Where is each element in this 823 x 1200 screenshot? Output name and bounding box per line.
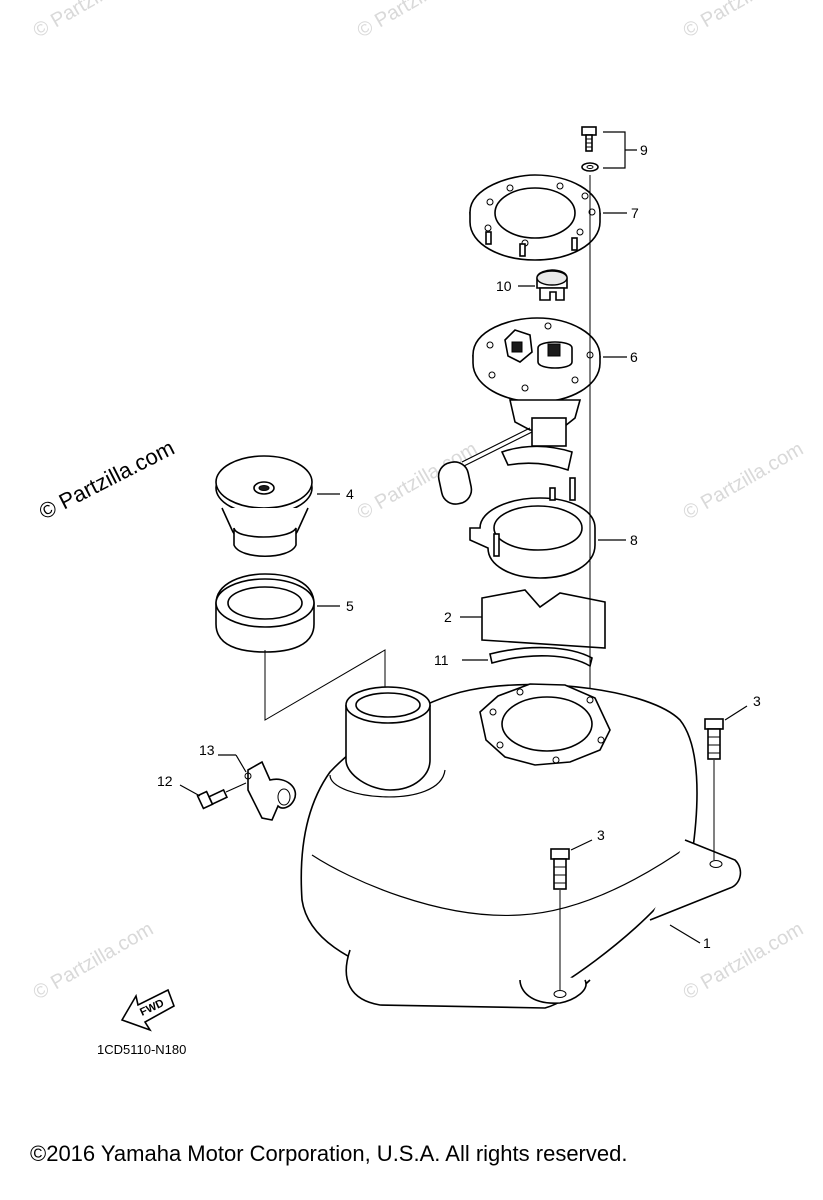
callout-labels: 1 2 3 3 4 5 6 7 8 9 10 11 12 13: [157, 142, 761, 951]
callout-12[interactable]: 12: [157, 773, 173, 789]
part-9-bolt-washer[interactable]: [581, 126, 599, 172]
callout-11[interactable]: 11: [434, 652, 449, 668]
callout-7[interactable]: 7: [631, 205, 639, 221]
diagram-code: 1CD5110-N180: [97, 1042, 186, 1057]
part-8-pump-gasket[interactable]: [469, 477, 596, 579]
callout-6[interactable]: 6: [630, 349, 638, 365]
watermark-text: © Partzilla.com: [680, 438, 808, 524]
part-10-fuel-pump-filter[interactable]: [536, 269, 568, 301]
callout-9[interactable]: 9: [640, 142, 648, 158]
callout-1[interactable]: 1: [703, 935, 711, 951]
forward-direction-arrow: FWD: [120, 988, 175, 1032]
callout-bracket-9: [603, 131, 637, 169]
callout-4[interactable]: 4: [346, 486, 354, 502]
callout-line-12: [179, 784, 201, 797]
callout-10[interactable]: 10: [496, 278, 512, 294]
callout-8[interactable]: 8: [630, 532, 638, 548]
watermark-text: © Partzilla.com: [30, 0, 158, 42]
watermark-text: © Partzilla.com: [354, 0, 482, 42]
callout-line-13b: [235, 754, 247, 773]
part-3-bolt-b[interactable]: [550, 848, 570, 890]
part-2-heat-shield[interactable]: [481, 589, 606, 649]
callout-line-1: [669, 924, 701, 944]
part-6-fuel-pump-assembly[interactable]: [436, 317, 601, 507]
bolt-line-12: [225, 782, 247, 793]
callout-3a[interactable]: 3: [753, 693, 761, 709]
part-7-retaining-plate[interactable]: [469, 174, 601, 261]
callout-line-3b: [570, 839, 593, 851]
part-13-hose-clamp[interactable]: [244, 760, 297, 821]
part-4-fuel-cap[interactable]: [215, 455, 313, 558]
callout-line-3a: [724, 705, 748, 721]
copyright-notice: ©2016 Yamaha Motor Corporation, U.S.A. A…: [30, 1141, 627, 1166]
reference-line: [264, 649, 386, 721]
watermark-text: © Partzilla.com: [680, 0, 808, 42]
watermark-text: © Partzilla.com: [30, 918, 158, 1004]
part-1-fuel-tank[interactable]: [300, 683, 742, 1009]
watermark-text: © Partzilla.com: [680, 918, 808, 1004]
part-12-clamp-bolt[interactable]: [196, 788, 229, 810]
part-5-filler-gasket[interactable]: [215, 573, 315, 653]
part-3-bolt-a[interactable]: [704, 718, 724, 760]
callout-13[interactable]: 13: [199, 742, 215, 758]
part-11-damper-strip[interactable]: [489, 646, 593, 668]
callout-3b[interactable]: 3: [597, 827, 605, 843]
callout-2[interactable]: 2: [444, 609, 452, 625]
callout-5[interactable]: 5: [346, 598, 354, 614]
partzilla-watermark: © Partzilla.com: [35, 435, 178, 525]
